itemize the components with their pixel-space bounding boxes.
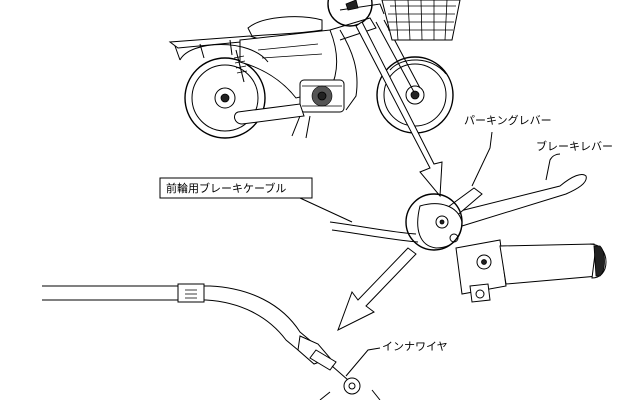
inner-wire-label: インナワイヤ (382, 340, 448, 353)
inner-wire (331, 365, 349, 381)
engine (299, 79, 345, 113)
front-basket (381, 0, 461, 41)
front-brake-cable-callout: 前輪用ブレーキケーブル (159, 177, 353, 223)
motorcycle-illustration (168, 0, 461, 139)
front-brake-cable-label: 前輪用ブレーキケーブル (166, 181, 286, 195)
parking-lever-label: パーキングレバー (464, 113, 552, 127)
seat (247, 16, 323, 37)
front-wheel (376, 56, 454, 134)
handle-grip (499, 243, 607, 285)
brake-lever-label: ブレーキレバー (536, 139, 613, 153)
brake-lever-callout: ブレーキレバー (536, 139, 613, 181)
cable-detail (42, 283, 381, 400)
brake-lever (455, 173, 587, 227)
parking-lever-callout: パーキングレバー (464, 113, 552, 187)
handlebar-detail-circle (327, 0, 373, 27)
switch-housing (455, 239, 507, 303)
zoom-arrow-1 (355, 21, 443, 198)
rear-wheel (184, 57, 266, 139)
lever-detail-circle (405, 193, 463, 251)
inner-wire-callout: インナワイヤ (345, 340, 448, 377)
exhaust (234, 103, 305, 125)
lever-assembly (329, 173, 607, 303)
zoom-arrow-2 (337, 247, 417, 332)
rear-shock (233, 49, 248, 83)
